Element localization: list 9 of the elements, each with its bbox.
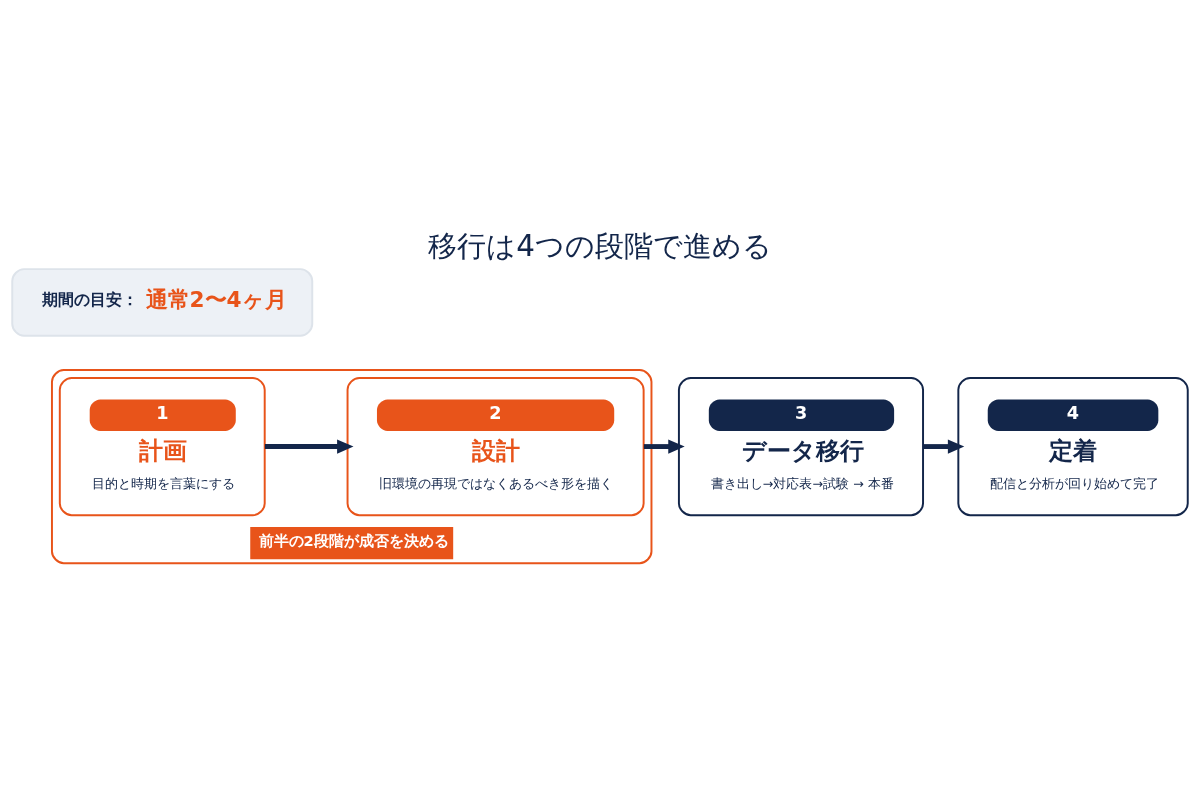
node-box: 3 データ移行 書き出し→対応表→試験 → 本番 <box>677 376 924 517</box>
arrow <box>923 439 965 454</box>
arrow <box>264 439 354 454</box>
node-box: 4 定着 配信と分析が回り始めて完了 <box>957 376 1189 517</box>
arrow <box>643 439 685 454</box>
node-box: 1 計画 目的と時期を言葉にする <box>58 376 266 517</box>
node-box: 期間の目安： 通常2〜4ヶ月 <box>11 268 314 337</box>
node-box: 2 設計 旧環境の再現ではなくあるべき形を描く <box>346 376 645 517</box>
diagram-title: 移行は4つの段階で進める <box>428 229 772 264</box>
